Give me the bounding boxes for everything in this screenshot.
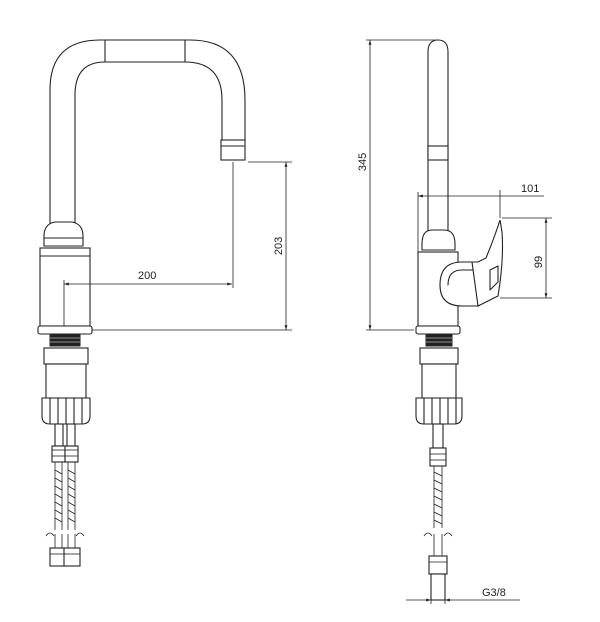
- dim-handle-depth-label: 101: [521, 183, 539, 195]
- side-mount-tube: [421, 363, 457, 399]
- side-mounting-nut: [415, 397, 463, 425]
- dim-spout-height-label: 203: [273, 237, 285, 255]
- side-threaded-shank: [425, 333, 453, 347]
- front-spout-inner: [74, 61, 223, 231]
- side-base-ring: [415, 325, 461, 335]
- dim-total-height-label: 345: [357, 153, 369, 171]
- front-flex-hoses: [45, 423, 85, 567]
- dim-reach-label: 200: [138, 270, 156, 282]
- side-mount-top: [419, 347, 459, 365]
- dim-connection-label: G3/8: [482, 587, 506, 599]
- front-body: [39, 247, 91, 327]
- front-spout-collar: [43, 221, 84, 247]
- front-spout-tip: [220, 139, 246, 161]
- front-spout-outer: [49, 39, 246, 231]
- side-lever-boss: [439, 261, 479, 307]
- dim-handle-height-label: 99: [533, 256, 545, 268]
- side-view: 345 101 99 G3/8: [357, 39, 552, 604]
- side-spout: [427, 39, 449, 233]
- front-view: 200 203: [37, 39, 292, 567]
- side-lever-handle: [471, 219, 504, 307]
- front-threaded-shank: [49, 333, 81, 347]
- side-spout-band: [427, 145, 449, 161]
- side-collar: [421, 229, 456, 251]
- side-flex-hose: [423, 423, 453, 601]
- front-mount-top: [43, 347, 89, 365]
- front-mount-tube: [45, 363, 87, 399]
- front-base-ring: [37, 325, 93, 335]
